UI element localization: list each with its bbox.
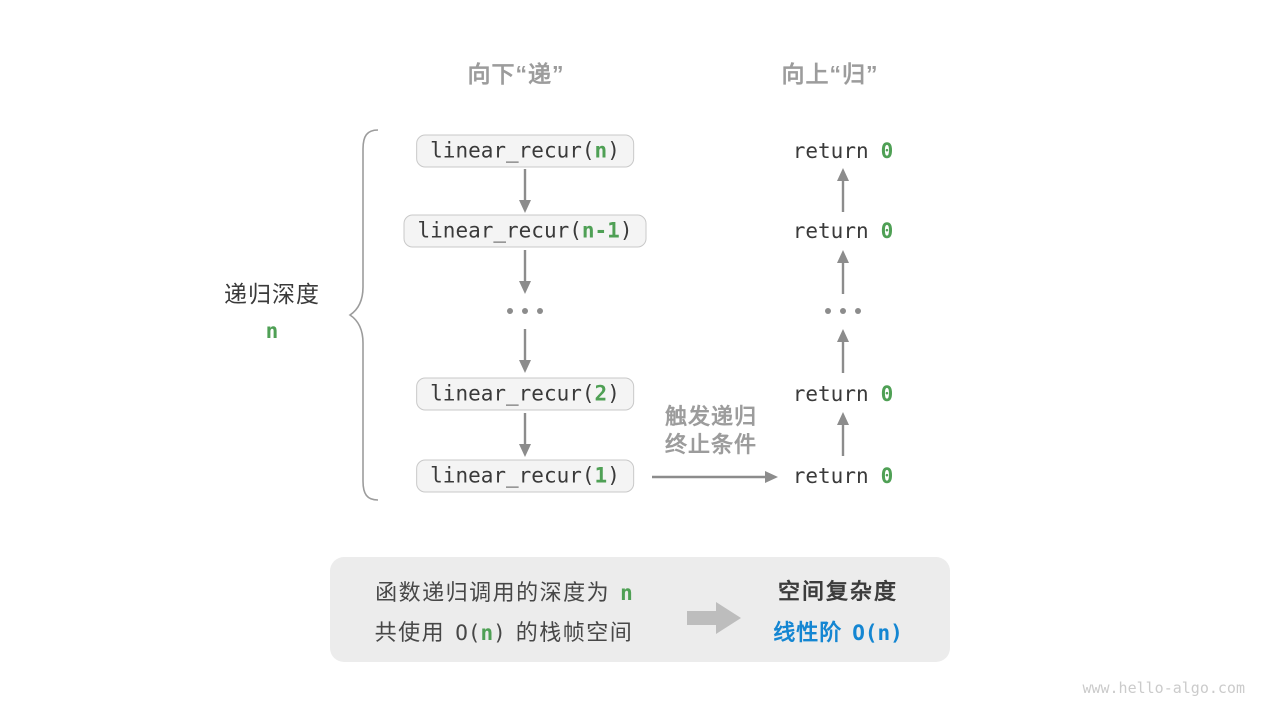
down-arrow-icon bbox=[519, 169, 531, 213]
summary-depth-line: 函数递归调用的深度为 n bbox=[375, 575, 633, 607]
return-value: 0 bbox=[880, 219, 894, 243]
summary-space-text: 共使用 bbox=[374, 620, 446, 645]
return-keyword: return bbox=[792, 382, 869, 406]
column-header-descend: 向下“递” bbox=[467, 61, 565, 87]
down-arrow-icon bbox=[519, 329, 531, 373]
call-box-close: ) bbox=[607, 463, 620, 488]
call-box-close: ) bbox=[607, 381, 620, 406]
return-statement: return 0 bbox=[793, 139, 894, 163]
return-statement: return 0 bbox=[793, 219, 894, 243]
return-statement: return 0 bbox=[793, 382, 894, 406]
depth-label: 递归深度 bbox=[224, 281, 320, 307]
ellipsis-icon bbox=[507, 308, 543, 314]
call-box-arg: n-1 bbox=[581, 218, 620, 243]
call-box-close: ) bbox=[607, 138, 620, 163]
call-box-text: linear_recur( bbox=[430, 463, 595, 488]
column-header-ascend: 向上“归” bbox=[781, 61, 879, 87]
return-value: 0 bbox=[880, 139, 894, 163]
call-box-arg: 2 bbox=[594, 381, 608, 406]
depth-brace-icon bbox=[348, 129, 379, 501]
complexity-order-label: 线性阶 bbox=[773, 620, 843, 645]
return-keyword: return bbox=[792, 139, 869, 163]
call-box-close: ) bbox=[619, 218, 633, 243]
depth-value: n bbox=[265, 319, 279, 343]
space-complexity-title: 空间复杂度 bbox=[777, 579, 899, 604]
call-box-n: linear_recur(n) bbox=[416, 134, 634, 168]
call-box-arg: n bbox=[594, 138, 608, 163]
summary-panel bbox=[330, 557, 950, 662]
up-arrow-icon bbox=[837, 412, 849, 456]
up-arrow-icon bbox=[837, 168, 849, 212]
up-arrow-icon bbox=[837, 329, 849, 373]
return-keyword: return bbox=[792, 219, 869, 243]
big-o-open: O( bbox=[455, 621, 481, 645]
summary-depth-text: 函数递归调用的深度为 bbox=[375, 580, 611, 605]
summary-space-line: 共使用 O(n) 的栈帧空间 bbox=[375, 615, 634, 647]
down-arrow-icon bbox=[519, 413, 531, 457]
space-complexity-result: 线性阶 O(n) bbox=[773, 615, 903, 647]
call-box-2: linear_recur(2) bbox=[416, 377, 634, 411]
return-statement: return 0 bbox=[793, 464, 894, 488]
return-value: 0 bbox=[880, 464, 894, 488]
call-box-n-1: linear_recur(n-1) bbox=[403, 214, 647, 248]
return-keyword: return bbox=[792, 464, 869, 488]
summary-depth-value: n bbox=[620, 581, 633, 605]
down-arrow-icon bbox=[519, 250, 531, 294]
trigger-condition-line1: 触发递归 bbox=[664, 404, 758, 429]
big-o-value: n bbox=[480, 621, 494, 645]
call-box-text: linear_recur( bbox=[430, 381, 595, 406]
call-box-text: linear_recur( bbox=[417, 218, 582, 243]
call-box-1: linear_recur(1) bbox=[416, 459, 634, 493]
watermark: www.hello-algo.com bbox=[1082, 679, 1245, 697]
complexity-notation: O(n) bbox=[852, 621, 903, 645]
trigger-condition-line2: 终止条件 bbox=[664, 432, 758, 457]
ellipsis-icon bbox=[825, 308, 861, 314]
summary-space-text2: 的栈帧空间 bbox=[515, 620, 634, 645]
return-value: 0 bbox=[880, 382, 894, 406]
big-o-close: ) bbox=[493, 621, 506, 645]
block-arrow-icon bbox=[687, 602, 741, 634]
right-arrow-icon bbox=[652, 471, 778, 483]
call-box-arg: 1 bbox=[594, 463, 608, 488]
call-box-text: linear_recur( bbox=[430, 138, 595, 163]
up-arrow-icon bbox=[837, 250, 849, 294]
trigger-condition-label: 触发递归 终止条件 bbox=[665, 403, 757, 459]
